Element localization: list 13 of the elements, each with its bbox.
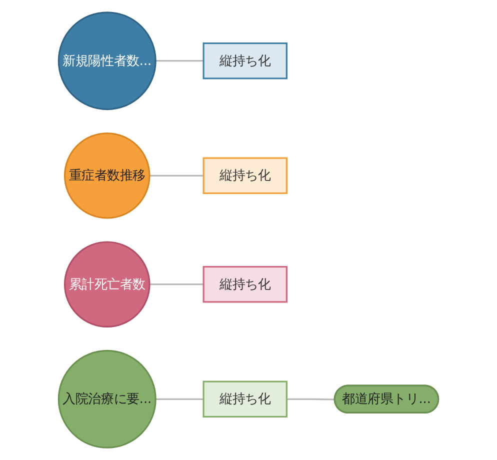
node-circle: 新規陽性者数... [58,12,156,110]
node-circle: 入院治療に要... [58,350,156,448]
node-circle: 累計死亡者数 [64,241,150,328]
node-box: 縦持ち化 [202,380,288,418]
connector [156,398,204,400]
connector [156,60,204,62]
node-box: 縦持ち化 [202,157,288,194]
connector [286,398,336,400]
connector [150,174,204,176]
connector [150,284,204,286]
node-box: 縦持ち化 [202,42,288,80]
node-box: 縦持ち化 [202,266,288,303]
node-circle: 重症者数推移 [64,132,150,219]
